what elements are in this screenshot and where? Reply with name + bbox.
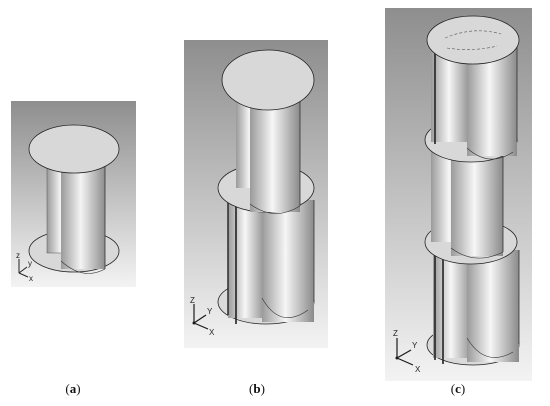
caption-a-letter: a	[69, 381, 77, 396]
axis-y-label: Y	[412, 341, 418, 350]
panel-c-rotor-drawing: Z Y X	[385, 8, 532, 381]
caption-a: (a)	[65, 381, 81, 396]
top-end-plate	[221, 49, 315, 111]
panel-a-rotor-drawing: z y x	[11, 101, 136, 287]
stage1-blade-back	[433, 248, 473, 358]
axis-triad: Z Y X	[393, 329, 421, 374]
axis-triad: Z Y X	[190, 296, 215, 337]
upper-blade-front	[250, 90, 300, 212]
axis-y-label: Y	[207, 307, 213, 316]
axis-y-label: y	[28, 259, 32, 268]
lower-blade-back	[228, 198, 266, 318]
caption-c-letter: c	[455, 381, 461, 396]
stage1-blade-front	[467, 250, 519, 362]
axis-z-label: Z	[190, 296, 195, 305]
axis-z-label: Z	[393, 329, 398, 338]
axis-z-label: z	[16, 251, 20, 260]
panel-a: z y x	[11, 101, 136, 287]
panel-b-rotor-drawing: Z Y X	[184, 40, 328, 348]
top-end-plate	[426, 15, 520, 65]
top-end-plate	[28, 124, 120, 174]
stage2-blade-front	[451, 148, 503, 256]
caption-b-letter: b	[253, 381, 261, 396]
axis-x-label: X	[209, 328, 215, 337]
panel-b: Z Y X	[184, 40, 328, 348]
panel-c: Z Y X	[385, 8, 532, 381]
lower-blade-front	[262, 200, 314, 322]
axis-triad: z y x	[16, 251, 33, 283]
caption-b: (b)	[249, 381, 265, 396]
blade-front-bottom	[60, 260, 106, 274]
caption-c: (c)	[450, 381, 466, 396]
axis-x-label: x	[29, 274, 33, 283]
blade-front	[61, 159, 105, 269]
axis-x-label: X	[415, 365, 421, 374]
